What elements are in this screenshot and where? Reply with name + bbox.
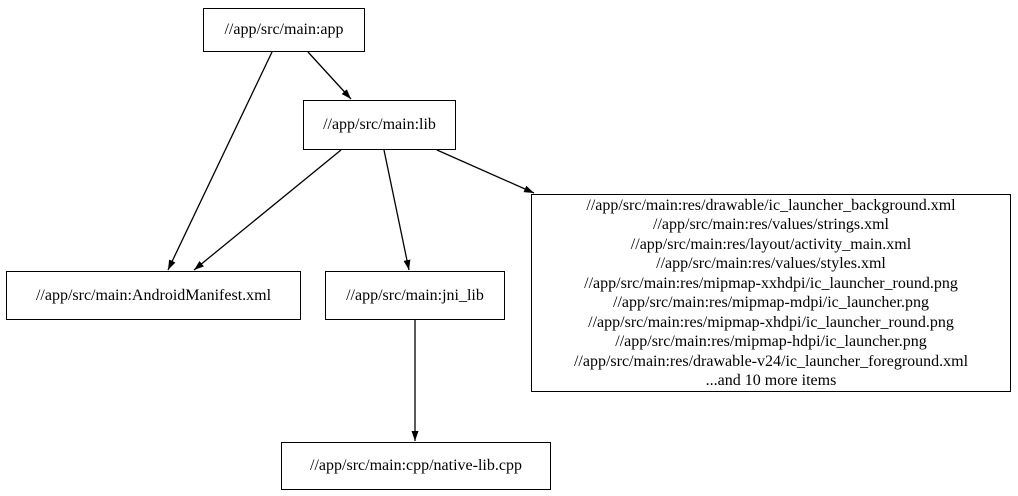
edge-app-to-manifest [167,51,273,271]
edge-lib-to-manifest [193,149,342,271]
node-lib-label: //app/src/main:lib [323,116,436,134]
node-app: //app/src/main:app [203,8,365,52]
resource-line: //app/src/main:res/values/strings.xml [653,216,889,233]
resource-line: //app/src/main:res/values/styles.xml [656,255,886,272]
resource-line: //app/src/main:res/drawable-v24/ic_launc… [573,352,969,370]
resource-line: //app/src/main:res/mipmap-xhdpi/ic_launc… [588,313,954,331]
resource-line: //app/src/main:res/mipmap-mdpi/ic_launch… [613,294,929,311]
resource-line: //app/src/main:res/mipmap-xxhdpi/ic_laun… [584,274,958,292]
edge-app-to-lib [307,51,352,100]
node-native-lib-label: //app/src/main:cpp/native-lib.cpp [310,457,522,475]
node-android-manifest-label: //app/src/main:AndroidManifest.xml [35,286,272,304]
node-resources-group: //app/src/main:res/drawable/ic_launcher_… [531,194,1011,392]
resource-line: //app/src/main:res/mipmap-hdpi/ic_launch… [615,333,927,350]
node-jni-lib-label: //app/src/main:jni_lib [346,286,484,304]
node-jni-lib: //app/src/main:jni_lib [325,271,505,320]
edge-lib-to-resources [436,149,535,194]
resource-line: ...and 10 more items [705,372,837,389]
resource-line: //app/src/main:res/layout/activity_main.… [630,235,912,253]
node-app-label: //app/src/main:app [224,21,344,39]
node-native-lib: //app/src/main:cpp/native-lib.cpp [281,442,551,490]
edge-lib-to-jni-lib [383,149,411,271]
node-lib: //app/src/main:lib [303,100,456,150]
node-android-manifest: //app/src/main:AndroidManifest.xml [6,271,301,320]
resource-line: //app/src/main:res/drawable/ic_launcher_… [586,196,956,214]
